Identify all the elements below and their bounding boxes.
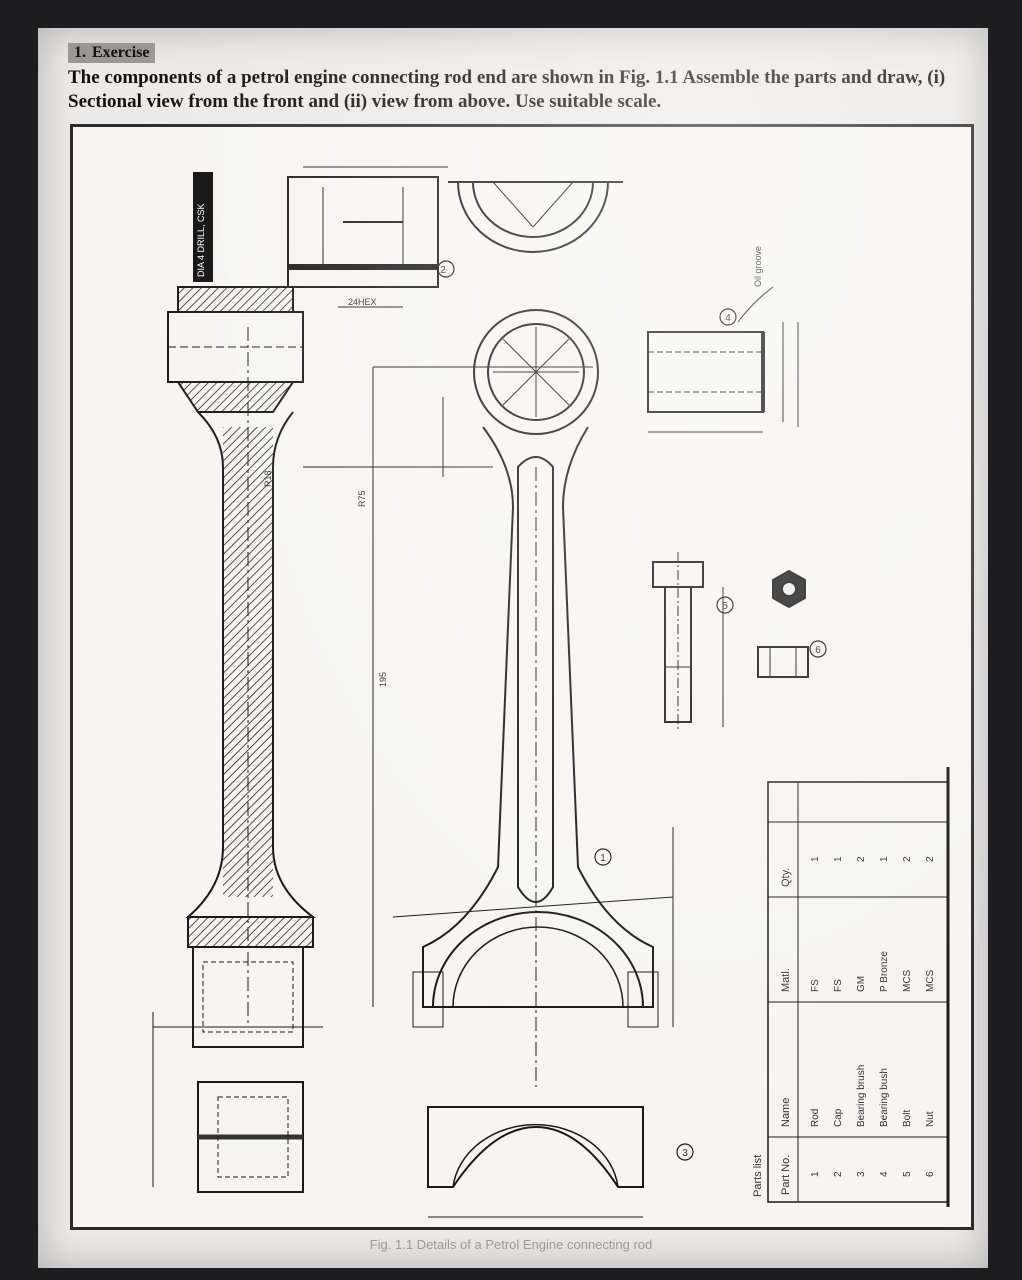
- parts-header-partno: Part No.: [780, 1155, 792, 1195]
- exercise-heading: 1.Exercise: [68, 43, 156, 63]
- parts-list-table: [767, 767, 950, 1207]
- drawing-frame: DIA 4 DRILL, CSK 24HEX R18 R75 195 Oil g…: [70, 124, 974, 1230]
- svg-text:Rod: Rod: [810, 1109, 821, 1127]
- parts-header-name: Name: [780, 1098, 792, 1127]
- parts-row-3: 3 Bearing brush GM 2: [856, 856, 867, 1177]
- svg-text:MCS: MCS: [902, 969, 913, 992]
- dim-hex-label: 24HEX: [348, 297, 377, 307]
- part-number-1: 1: [600, 853, 606, 864]
- bearing-half-top: [448, 181, 623, 253]
- svg-text:Bearing bush: Bearing bush: [879, 1068, 890, 1127]
- connecting-rod-drawing: DIA 4 DRILL, CSK 24HEX R18 R75 195 Oil g…: [152, 166, 950, 1218]
- part-number-3: 3: [682, 1148, 688, 1159]
- oil-groove-label: Oil groove: [753, 246, 763, 287]
- bearing-bush-part: [647, 286, 799, 433]
- svg-text:2: 2: [902, 856, 913, 862]
- dim-r75-label: R75: [357, 490, 367, 507]
- part-number-4: 4: [725, 313, 731, 324]
- parts-row-6: 6 Nut MCS 2: [925, 856, 936, 1177]
- part-number-2: 2: [440, 265, 446, 276]
- monitor-screen: 1.Exercise The components of a petrol en…: [38, 28, 988, 1268]
- svg-text:Cap: Cap: [833, 1108, 844, 1127]
- parts-header-matl: Matl.: [780, 968, 792, 992]
- svg-text:1: 1: [833, 856, 844, 862]
- parts-list-title: Parts list: [752, 1155, 764, 1197]
- svg-text:Bolt: Bolt: [902, 1110, 913, 1127]
- svg-text:FS: FS: [810, 979, 821, 992]
- svg-text:3: 3: [856, 1171, 867, 1177]
- svg-text:GM: GM: [856, 976, 867, 992]
- svg-text:MCS: MCS: [925, 969, 936, 992]
- small-end-part: [287, 166, 448, 308]
- svg-text:1: 1: [810, 1171, 821, 1177]
- dim-r18-label: R18: [263, 470, 273, 487]
- svg-text:4: 4: [879, 1171, 890, 1177]
- rod-sectional-view: [152, 172, 323, 1193]
- figure-caption: Fig. 1.1 Details of a Petrol Engine conn…: [369, 1237, 653, 1252]
- svg-text:2: 2: [856, 856, 867, 862]
- svg-text:FS: FS: [833, 979, 844, 992]
- svg-text:Nut: Nut: [925, 1111, 936, 1127]
- svg-text:2: 2: [833, 1171, 844, 1177]
- parts-row-2: 2 Cap FS 1: [833, 856, 844, 1177]
- dim-195-label: 195: [378, 672, 388, 687]
- svg-text:5: 5: [902, 1171, 913, 1177]
- nut-part: [757, 569, 809, 678]
- parts-header-qty: Qty.: [780, 868, 792, 887]
- svg-text:P Bronze: P Bronze: [879, 951, 890, 992]
- hole-note: DIA 4 DRILL, CSK: [196, 203, 206, 277]
- part-number-5: 5: [722, 601, 728, 612]
- bolt-part: [652, 552, 724, 732]
- parts-row-4: 4 Bearing bush P Bronze 1: [879, 856, 890, 1177]
- parts-row-5: 5 Bolt MCS 2: [902, 856, 913, 1177]
- svg-text:2: 2: [925, 856, 936, 862]
- exercise-instruction: The components of a petrol engine connec…: [68, 67, 946, 112]
- parts-row-1: 1 Rod FS 1: [810, 856, 821, 1177]
- svg-text:1: 1: [810, 856, 821, 862]
- part-number-6: 6: [815, 645, 821, 656]
- svg-text:1: 1: [879, 856, 890, 862]
- exercise-header: 1.Exercise The components of a petrol en…: [68, 40, 968, 114]
- svg-text:Bearing brush: Bearing brush: [856, 1065, 867, 1127]
- svg-text:6: 6: [925, 1171, 936, 1177]
- cap-part: [427, 1106, 644, 1218]
- rod-front-view: [303, 309, 674, 1087]
